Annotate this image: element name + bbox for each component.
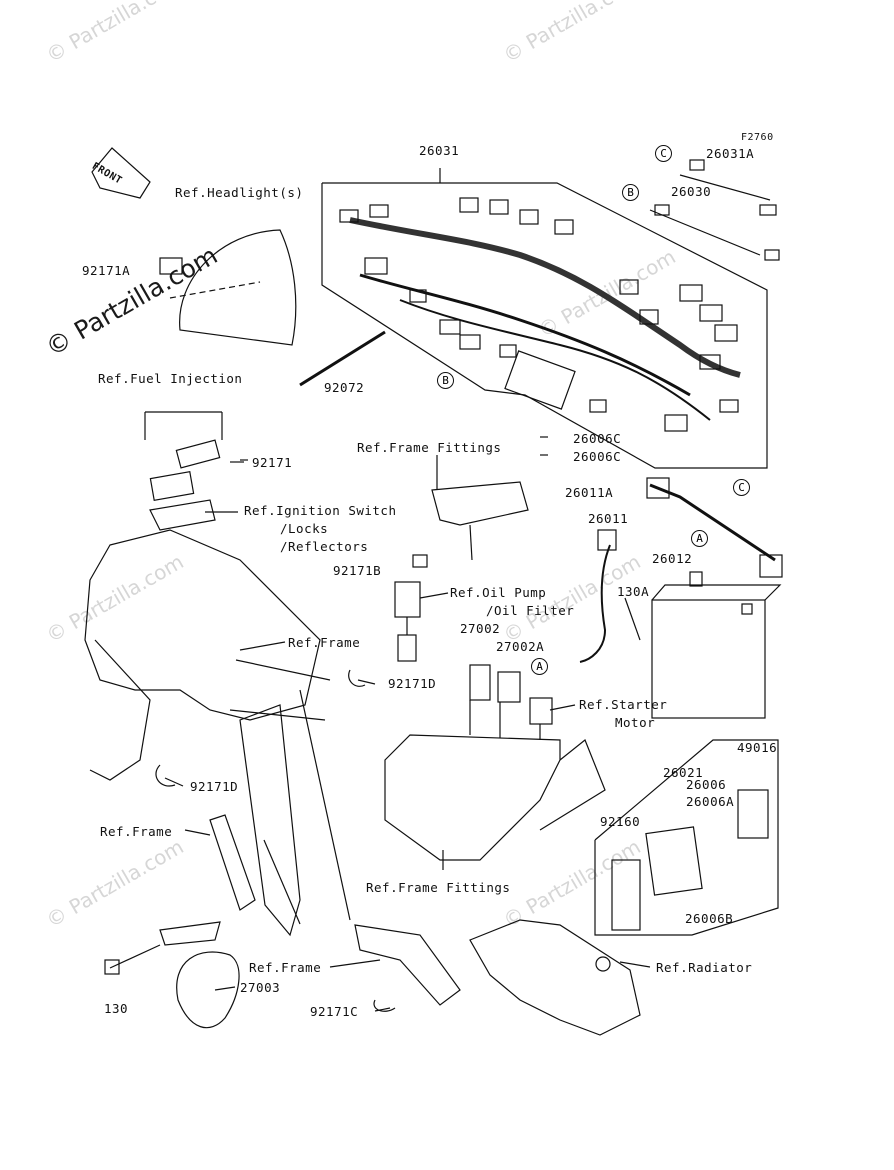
ref-oil-pump: Ref.Oil Pump — [450, 585, 547, 600]
ref-frame-fittings-bottom: Ref.Frame Fittings — [366, 880, 511, 895]
part-label-26006A: 26006A — [686, 794, 735, 809]
part-label-26031A: 26031A — [706, 146, 755, 161]
ref-ignition-locks: /Locks — [280, 521, 329, 536]
figure-code: F2760 — [741, 132, 774, 143]
part-label-26021: 26021 — [663, 765, 704, 780]
callout-b-mid: B — [437, 372, 454, 389]
ref-radiator: Ref.Radiator — [656, 960, 753, 975]
ref-oil-filter: /Oil Filter — [486, 603, 575, 618]
part-label-49016: 49016 — [737, 740, 778, 755]
callout-a-top: A — [691, 530, 708, 547]
ref-headlight: Ref.Headlight(s) — [175, 185, 304, 200]
part-label-26006C-1: 26006C — [573, 431, 622, 446]
part-label-92171D-1: 92171D — [388, 676, 437, 691]
part-label-26006C-2: 26006C — [573, 449, 622, 464]
part-label-92171: 92171 — [252, 455, 293, 470]
part-label-26006B: 26006B — [685, 911, 734, 926]
part-label-92072: 92072 — [324, 380, 365, 395]
part-label-92171C: 92171C — [310, 1004, 359, 1019]
part-label-27002: 27002 — [460, 621, 501, 636]
ref-frame-1: Ref.Frame — [288, 635, 361, 650]
part-label-26006: 26006 — [686, 777, 727, 792]
part-label-92171A: 92171A — [82, 263, 131, 278]
part-label-92171B: 92171B — [333, 563, 382, 578]
part-label-26011: 26011 — [588, 511, 629, 526]
ref-frame-3: Ref.Frame — [249, 960, 322, 975]
part-label-26030: 26030 — [671, 184, 712, 199]
ref-fuel-injection: Ref.Fuel Injection — [98, 371, 243, 386]
part-label-26031: 26031 — [419, 143, 460, 158]
callout-a-mid: A — [531, 658, 548, 675]
ref-ignition-reflectors: /Reflectors — [280, 539, 369, 554]
part-label-27002A: 27002A — [496, 639, 545, 654]
callout-b-top: B — [622, 184, 639, 201]
part-label-26011A: 26011A — [565, 485, 614, 500]
ref-frame-2: Ref.Frame — [100, 824, 173, 839]
callout-c-mid: C — [733, 479, 750, 496]
callout-c-top: C — [655, 145, 672, 162]
ref-frame-fittings-top: Ref.Frame Fittings — [357, 440, 502, 455]
ref-starter-motor: Motor — [615, 715, 656, 730]
part-label-130: 130 — [104, 1001, 129, 1016]
part-label-92171D-2: 92171D — [190, 779, 239, 794]
part-label-92160: 92160 — [600, 814, 641, 829]
part-label-130A: 130A — [617, 584, 650, 599]
ref-starter: Ref.Starter — [579, 697, 668, 712]
ref-ignition-switch: Ref.Ignition Switch — [244, 503, 397, 518]
part-label-26012: 26012 — [652, 551, 693, 566]
part-label-27003: 27003 — [240, 980, 281, 995]
